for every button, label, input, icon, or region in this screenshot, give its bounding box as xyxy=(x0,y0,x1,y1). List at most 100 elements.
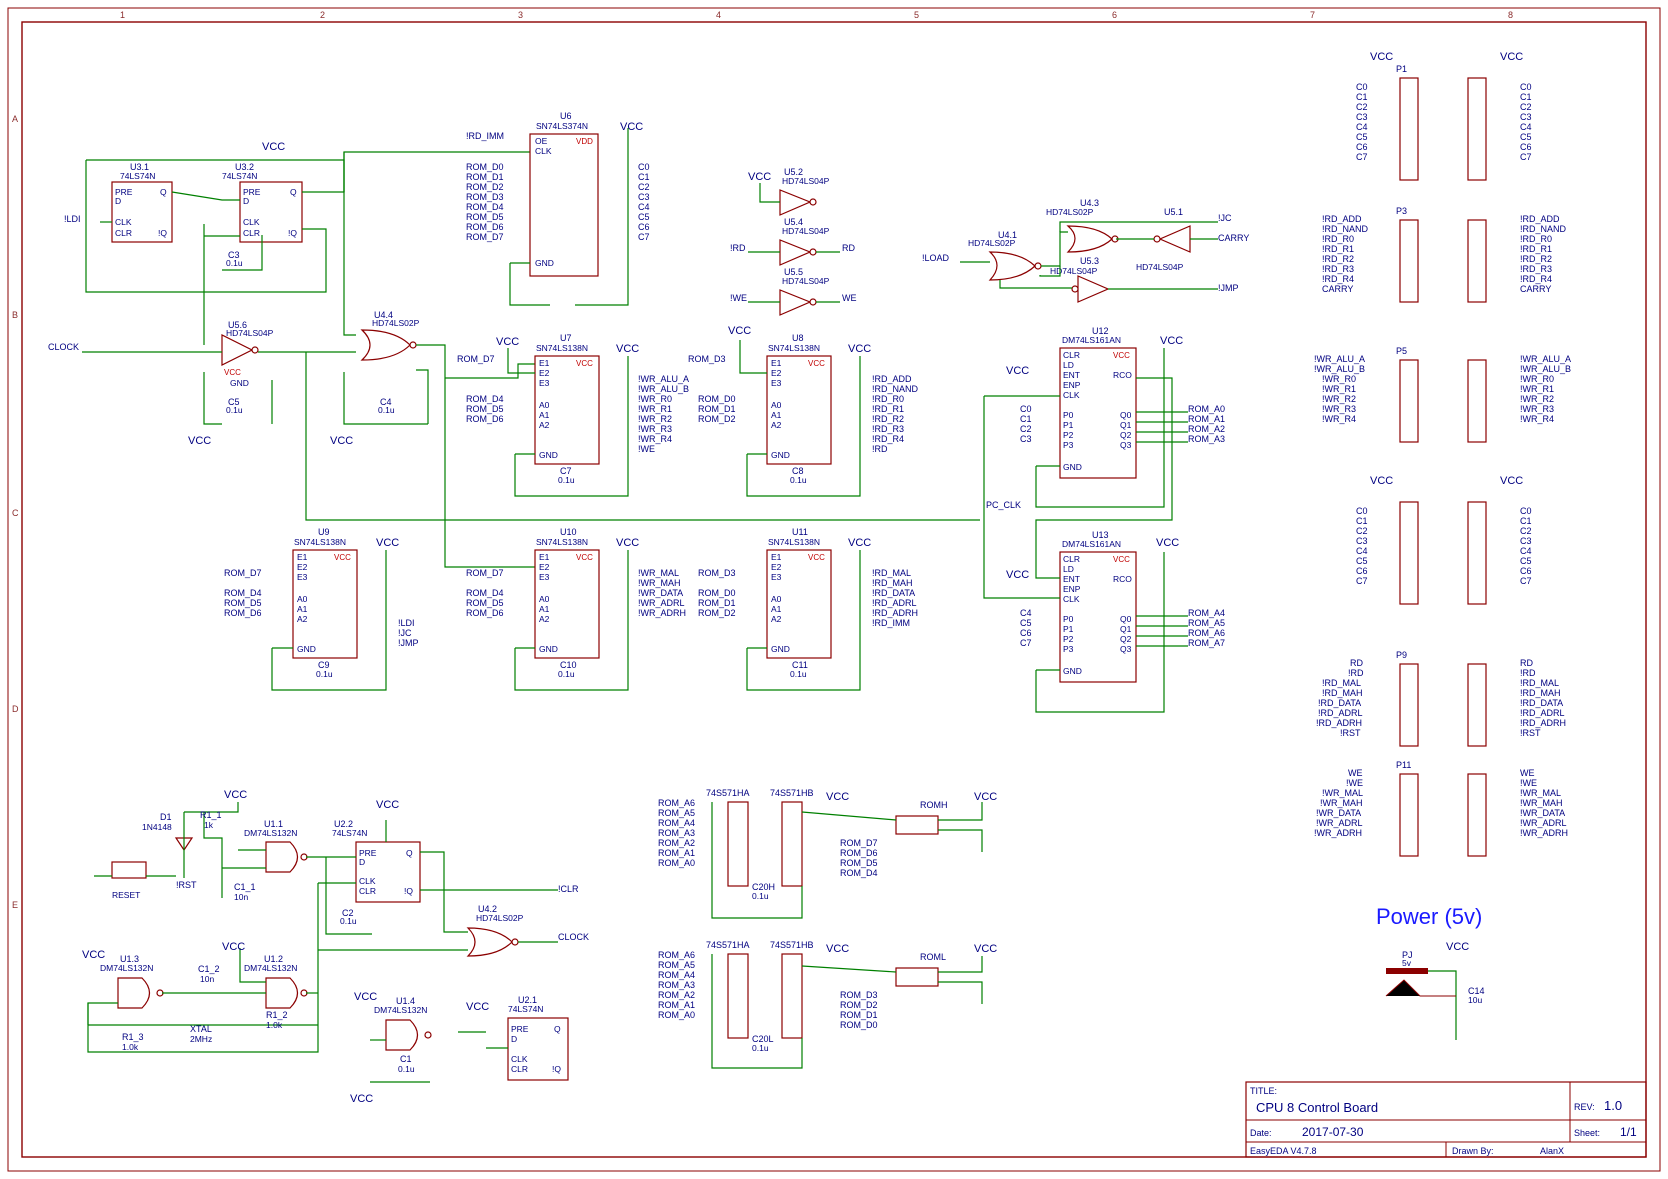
inner-frame xyxy=(21,21,1647,1158)
svg-text:ROM_D5: ROM_D5 xyxy=(224,598,262,608)
svg-text:GND: GND xyxy=(297,644,316,654)
grid-columns: 1 2 3 4 5 6 7 8 xyxy=(120,10,1513,20)
u7-outputs: !WR_ALU_A !WR_ALU_B !WR_R0 !WR_R1 !WR_R2… xyxy=(638,374,689,454)
svg-text:C1: C1 xyxy=(638,172,650,182)
svg-text:HD74LS04P: HD74LS04P xyxy=(226,328,274,338)
svg-text:!WE: !WE xyxy=(1520,778,1537,788)
vcc-symbol: VCC xyxy=(826,943,849,955)
svg-text:ROM_D1: ROM_D1 xyxy=(698,404,736,414)
wires-u11 xyxy=(746,550,861,691)
svg-text:U1.3: U1.3 xyxy=(120,954,139,964)
u11-inputs: ROM_D0 ROM_D1 ROM_D2 xyxy=(698,588,736,618)
svg-text:!RST: !RST xyxy=(1520,728,1541,738)
svg-text:10n: 10n xyxy=(234,892,248,902)
vcc-symbol: VCC xyxy=(848,343,871,355)
svg-text:OE: OE xyxy=(535,136,548,146)
u6-inputs: ROM_D0 ROM_D1 ROM_D2 ROM_D3 ROM_D4 ROM_D… xyxy=(466,162,504,242)
svg-text:Q0: Q0 xyxy=(1120,614,1132,624)
net-label-jc: !JC xyxy=(1218,213,1232,223)
reset-switch[interactable]: RESET xyxy=(111,861,147,900)
svg-text:0.1u: 0.1u xyxy=(558,475,575,485)
svg-text:1.0k: 1.0k xyxy=(122,1042,139,1052)
svg-text:Q3: Q3 xyxy=(1120,644,1132,654)
svg-text:!RD_R3: !RD_R3 xyxy=(872,424,904,434)
svg-text:A0: A0 xyxy=(539,594,550,604)
svg-text:!LDI: !LDI xyxy=(398,618,415,628)
rom-high-data: ROM_D7 ROM_D6 ROM_D5 ROM_D4 xyxy=(840,838,878,878)
svg-text:!Q: !Q xyxy=(404,886,413,896)
vcc-symbol: VCC xyxy=(1006,569,1029,581)
svg-text:ROM_D4: ROM_D4 xyxy=(224,588,262,598)
svg-text:U1.2: U1.2 xyxy=(264,954,283,964)
svg-text:C4: C4 xyxy=(1356,546,1368,556)
svg-text:ROM_D6: ROM_D6 xyxy=(840,848,878,858)
svg-text:C20H: C20H xyxy=(752,882,775,892)
svg-text:!WE: !WE xyxy=(1346,778,1363,788)
rev-value: 1.0 xyxy=(1604,1098,1622,1113)
svg-text:C11: C11 xyxy=(792,660,808,670)
col-label: 2 xyxy=(320,10,325,20)
svg-text:Q1: Q1 xyxy=(1120,624,1132,634)
svg-text:ROM_D5: ROM_D5 xyxy=(466,212,504,222)
title-label: TITLE: xyxy=(1250,1086,1277,1096)
svg-text:Q3: Q3 xyxy=(1120,440,1132,450)
svg-text:C5: C5 xyxy=(1520,132,1532,142)
svg-text:74LS74N: 74LS74N xyxy=(222,171,257,181)
svg-text:ROM_D6: ROM_D6 xyxy=(466,414,504,424)
svg-text:A2: A2 xyxy=(297,614,308,624)
svg-text:!WR_R3: !WR_R3 xyxy=(1520,404,1554,414)
title-block: TITLE: CPU 8 Control Board REV: 1.0 Date… xyxy=(1245,1081,1647,1158)
svg-text:CLR: CLR xyxy=(243,228,260,238)
svg-text:VCC: VCC xyxy=(224,368,241,377)
connector-p5: P5 !WR_ALU_A !WR_ALU_B !WR_R0 !WR_R1 !WR… xyxy=(1314,346,1419,443)
svg-text:C3: C3 xyxy=(1356,112,1368,122)
col-label: 7 xyxy=(1310,10,1315,20)
svg-text:C0: C0 xyxy=(638,162,650,172)
svg-text:10u: 10u xyxy=(1468,995,1482,1005)
svg-text:ROM_A1: ROM_A1 xyxy=(658,848,695,858)
connector-p3: P3 !RD_ADD !RD_NAND !RD_R0 !RD_R1 !RD_R2… xyxy=(1322,206,1419,303)
svg-text:C9: C9 xyxy=(318,660,330,670)
svg-text:!RD_R0: !RD_R0 xyxy=(872,394,904,404)
power-section-title: Power (5v) xyxy=(1376,904,1482,929)
svg-text:!RD_ADRH: !RD_ADRH xyxy=(1316,718,1362,728)
net-label-rd-out: RD xyxy=(842,243,855,253)
svg-text:0.1u: 0.1u xyxy=(752,891,769,901)
wires-reset xyxy=(87,802,558,1083)
svg-text:ROM_D2: ROM_D2 xyxy=(698,414,736,424)
svg-text:E3: E3 xyxy=(771,572,782,582)
svg-text:D: D xyxy=(243,196,249,206)
svg-text:R1_3: R1_3 xyxy=(122,1032,144,1042)
svg-text:C0: C0 xyxy=(1520,506,1532,516)
connector-p8: C0 C1 C2 C3 C4 C5 C6 C7 xyxy=(1467,501,1532,605)
wires-u9 xyxy=(271,550,387,691)
tool-version: EasyEDA V4.7.8 xyxy=(1250,1146,1317,1156)
svg-text:!WR_DATA: !WR_DATA xyxy=(1316,808,1361,818)
svg-text:C10: C10 xyxy=(560,660,577,670)
vcc-symbol: VCC xyxy=(354,991,377,1003)
date-value: 2017-07-30 xyxy=(1302,1125,1364,1139)
svg-text:!RD_R2: !RD_R2 xyxy=(872,414,904,424)
svg-text:U2.2: U2.2 xyxy=(334,819,353,829)
svg-text:!WR_R0: !WR_R0 xyxy=(1322,374,1356,384)
svg-text:U4.2: U4.2 xyxy=(478,904,497,914)
svg-text:A0: A0 xyxy=(297,594,308,604)
svg-text:C0: C0 xyxy=(1356,506,1368,516)
u13-outputs: ROM_A4 ROM_A5 ROM_A6 ROM_A7 xyxy=(1188,608,1225,648)
svg-text:ROM_D2: ROM_D2 xyxy=(466,182,504,192)
svg-text:C1: C1 xyxy=(1520,516,1532,526)
sheet-value: 1/1 xyxy=(1620,1125,1637,1139)
svg-text:SN74LS138N: SN74LS138N xyxy=(536,343,588,353)
svg-text:ROM_D1: ROM_D1 xyxy=(840,1010,878,1020)
svg-text:ROM_D0: ROM_D0 xyxy=(698,588,736,598)
row-label: A xyxy=(12,114,18,124)
svg-text:P3: P3 xyxy=(1063,440,1074,450)
svg-text:C6: C6 xyxy=(1520,142,1532,152)
svg-text:!WR_R2: !WR_R2 xyxy=(638,414,672,424)
svg-text:!WR_R0: !WR_R0 xyxy=(638,394,672,404)
svg-text:ROM_A7: ROM_A7 xyxy=(1188,638,1225,648)
u7-inputs: ROM_D4 ROM_D5 ROM_D6 xyxy=(466,394,504,424)
net-label-rst: !RST xyxy=(176,880,197,890)
